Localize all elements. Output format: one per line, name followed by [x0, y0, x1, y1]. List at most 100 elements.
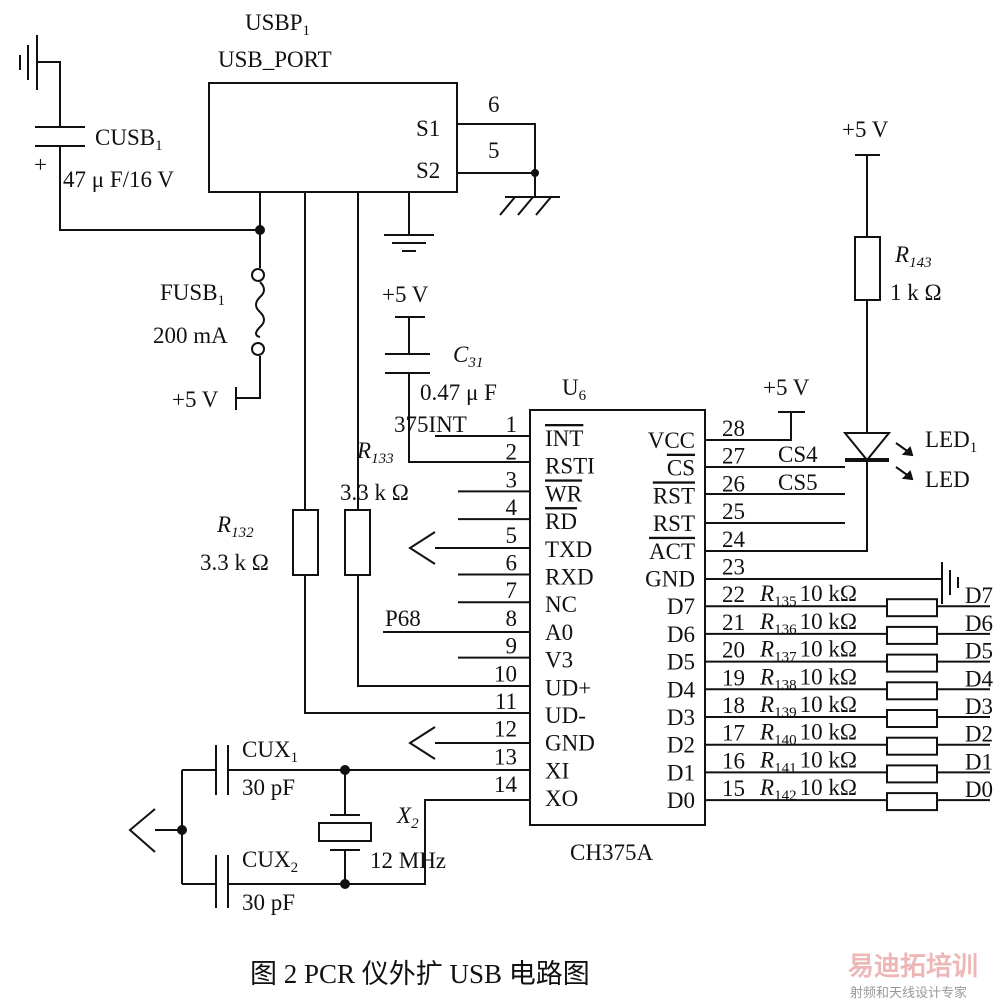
chip-pin-name: D2 [667, 733, 695, 758]
chip-pin-number: 5 [506, 523, 518, 548]
watermark-logo: 易迪拓培训 [848, 952, 978, 982]
usb-port-designator: USBP1 [245, 10, 310, 39]
crystal-designator: X2 [396, 803, 419, 832]
chip-pin-number: 23 [722, 555, 745, 580]
chip-pin-name: D0 [667, 788, 695, 813]
chip-pin-number: 22 [722, 582, 745, 607]
chip-pin-number: 7 [506, 578, 518, 603]
usb-pin-5: 5 [488, 138, 500, 163]
chip-designator: U6 [562, 375, 587, 404]
chip-pin-number: 15 [722, 776, 745, 801]
ground-icon [19, 35, 61, 127]
chip-pin-name: GND [645, 567, 695, 592]
cux2-designator: CUX2 [242, 847, 298, 876]
net-label-p68: P68 [385, 606, 421, 631]
cux1-designator: CUX1 [242, 737, 298, 766]
chip-pin-number: 11 [495, 689, 517, 714]
chip-pin-number: 18 [722, 693, 745, 718]
chip-pin-number: 20 [722, 638, 745, 663]
oscillator-section: CUX1 30 pF CUX2 30 pF X2 12 MHz [128, 737, 530, 915]
chip-pin-name: XI [545, 758, 569, 783]
chip-pin-number: 21 [722, 610, 745, 635]
chip-part: CH375A [570, 840, 653, 865]
cusb1-polarity: + [34, 152, 47, 177]
chassis-ground-icon [499, 173, 560, 216]
net-label-cs4: CS4 [778, 442, 818, 467]
net-label: D4 [965, 666, 994, 691]
chip-pin-name: D7 [667, 594, 695, 619]
chip-pin-name: D4 [667, 677, 696, 702]
resistor-r132: R132 3.3 k Ω [200, 192, 530, 714]
ground-icon [384, 192, 434, 252]
crystal-icon [318, 770, 372, 884]
chip-body [529, 409, 706, 826]
chip-pin-name: D1 [667, 760, 695, 785]
chip-pin-name: WR [545, 481, 583, 506]
chip-pin-name: A0 [545, 620, 573, 645]
resistor-body [886, 792, 938, 812]
r132-designator: R132 [216, 512, 254, 541]
chip-pin-number: 8 [506, 606, 518, 631]
chip-pin-number: 19 [722, 665, 745, 690]
resistor-body [886, 681, 938, 701]
chip-pin-number: 3 [506, 467, 518, 492]
chip-pin-name: UD- [545, 703, 586, 728]
chip-pin-number: 6 [506, 551, 518, 576]
figure-caption: 图 2 PCR 仪外扩 USB 电路图 [250, 959, 590, 989]
net-label-cs5: CS5 [778, 470, 818, 495]
resistor-body [886, 736, 938, 756]
crystal-value: 12 MHz [370, 848, 446, 873]
fuse-supply: +5 V [172, 387, 219, 412]
chip-pin-number: 13 [494, 744, 517, 769]
chip-pin-name: RD [545, 509, 577, 534]
chip-pin-name: D3 [667, 705, 695, 730]
chip-pin-number: 24 [722, 527, 746, 552]
net-label: D5 [965, 639, 993, 664]
ground-triangle-icon [408, 726, 530, 760]
resistor-body [886, 653, 938, 673]
led-type: LED [925, 467, 970, 492]
chip-pin-name: CS [667, 456, 695, 481]
wire [705, 460, 868, 552]
net-label: D7 [965, 583, 993, 608]
chip-pin-number: 25 [722, 499, 745, 524]
chip-pin-name: D6 [667, 622, 695, 647]
chip-pin-name: NC [545, 592, 577, 617]
vcc-supply: +5 V [705, 375, 810, 441]
cux1-value: 30 pF [242, 775, 295, 800]
chip-pin-number: 14 [494, 772, 518, 797]
usb-port-body [208, 82, 458, 193]
unconnected-pin-stubs [458, 490, 530, 659]
r143-value: 1 k Ω [890, 280, 942, 305]
resistor-body [886, 625, 938, 645]
led-icon: LED1 LED [842, 427, 977, 492]
chip-pin-number: 10 [494, 661, 517, 686]
usb-port: USBP1 USB_PORT S1 S2 6 5 [208, 10, 560, 252]
chip-pin-number: 26 [722, 471, 745, 496]
chip-pin-number: 12 [494, 717, 517, 742]
net-label-375int: 375INT [394, 412, 467, 437]
resistor-body [886, 764, 938, 784]
chip-pin-number: 2 [506, 440, 518, 465]
net-label: D3 [965, 694, 993, 719]
chip-pin-number: 17 [722, 721, 745, 746]
resistor-body [886, 709, 938, 728]
resistor-r143: +5 V R143 1 k Ω [842, 117, 942, 433]
wire [457, 123, 536, 172]
resistor-body [886, 598, 938, 618]
usb-pin-6: 6 [488, 92, 500, 117]
r133-value: 3.3 k Ω [340, 480, 409, 505]
net-label: D0 [965, 777, 993, 802]
vcc-supply-label: +5 V [763, 375, 810, 400]
